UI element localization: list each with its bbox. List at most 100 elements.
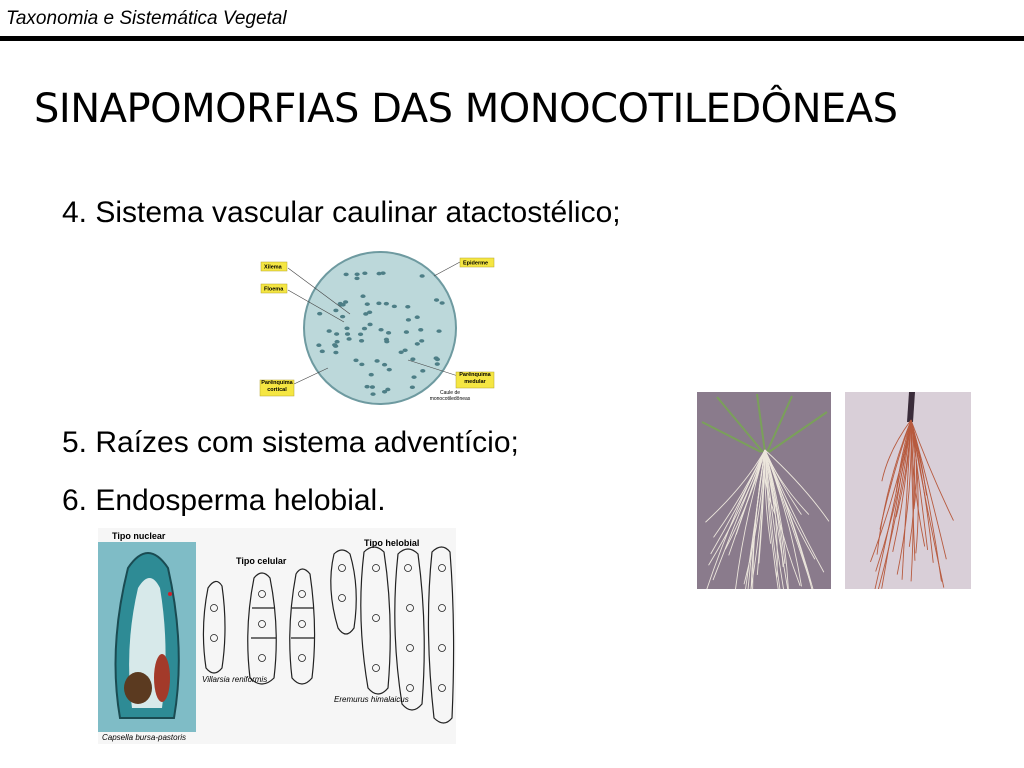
root-strand (705, 449, 766, 523)
label-eremurus: Eremurus himalaicus (334, 695, 409, 704)
cell-nucleus (404, 564, 412, 572)
label-parenquima-cortical: Parênquima cortical (261, 380, 293, 393)
root-strand (874, 419, 912, 589)
vascular-bundle (326, 329, 332, 333)
root-strand (910, 419, 947, 560)
vascular-bundle (369, 385, 376, 389)
cell-nucleus (258, 620, 266, 628)
cell-nucleus (438, 604, 446, 612)
root-strand (764, 449, 784, 589)
vascular-bundle (367, 322, 373, 327)
vascular-bundle (378, 327, 384, 332)
adventitious-roots-photo-2 (845, 392, 971, 589)
vascular-bundle (381, 389, 388, 394)
root-strand (764, 449, 830, 522)
root-strand (881, 419, 912, 589)
vascular-bundle (333, 308, 339, 313)
vascular-bundle (344, 326, 350, 331)
vascular-bundle (414, 315, 420, 320)
cell-nucleus (210, 634, 218, 642)
label-tipo-celular: Tipo celular (236, 556, 287, 566)
cell-nucleus (372, 614, 380, 622)
root-strand (764, 449, 772, 544)
cell-nucleus (258, 654, 266, 662)
vascular-bundle (376, 271, 382, 276)
root-strand (735, 449, 766, 589)
root-strand (764, 449, 778, 578)
vascular-bundle (385, 331, 392, 335)
cell-nucleus (338, 594, 346, 602)
cell-nucleus (372, 664, 380, 672)
vascular-bundle (359, 362, 365, 367)
vascular-bundle (405, 304, 411, 309)
root-strand (764, 449, 814, 589)
label-floema: Floema (264, 287, 284, 293)
vascular-bundle (385, 387, 391, 392)
cell-nucleus (258, 590, 266, 598)
vascular-bundle (403, 330, 410, 334)
vascular-bundle (334, 339, 340, 344)
stem-cross-section-image: Xilema Floema Parênquima cortical Epider… (259, 251, 495, 405)
vascular-bundle (353, 358, 359, 363)
root-strand (879, 419, 912, 530)
vascular-bundle (376, 301, 382, 306)
vascular-bundle (374, 359, 380, 363)
cell-nucleus (406, 644, 414, 652)
label-xilema: Xilema (264, 265, 283, 271)
cell-nucleus (406, 684, 414, 692)
vascular-bundle (360, 294, 366, 299)
vascular-bundle (364, 302, 370, 306)
vascular-bundle (364, 384, 370, 389)
vascular-bundle (334, 332, 340, 336)
vascular-bundle (368, 372, 374, 377)
slide-title: SINAPOMORFIAS DAS MONOCOTILEDÔNEAS (34, 86, 898, 132)
bullet-4: 4. Sistema vascular caulinar atactostéli… (62, 196, 621, 229)
root-strand (910, 419, 954, 521)
vascular-bundle (419, 274, 425, 278)
vascular-bundle (420, 369, 426, 373)
vascular-bundle (333, 344, 339, 348)
bullet-5: 5. Raízes com sistema adventício; (62, 426, 519, 459)
vascular-bundle (316, 343, 322, 348)
header-title: Taxonomia e Sistemática Vegetal (6, 8, 287, 29)
root-strand (764, 449, 781, 589)
header-rule (0, 36, 1024, 41)
vascular-bundle (383, 301, 389, 306)
vascular-bundle (411, 375, 417, 379)
vascular-bundle (367, 310, 373, 315)
vascular-bundle (434, 362, 440, 366)
vascular-bundle (381, 362, 388, 367)
vascular-bundle (333, 350, 339, 355)
cell-nucleus (298, 620, 306, 628)
cell-nucleus (406, 604, 414, 612)
cell-nucleus (298, 654, 306, 662)
vascular-bundle (370, 392, 376, 396)
cell-nucleus (338, 564, 346, 572)
vascular-bundle (354, 272, 360, 277)
label-parenquima-medular: Parênquima medular (459, 372, 491, 385)
vascular-bundle (317, 311, 323, 316)
label-epiderme: Epiderme (463, 261, 488, 267)
vascular-bundle (340, 314, 346, 319)
root-strand (881, 419, 912, 482)
label-villarsia: Villarsia reniformis (202, 675, 267, 684)
adventitious-roots-photo-1 (697, 392, 831, 589)
cell-nucleus (438, 684, 446, 692)
vascular-bundle (380, 271, 386, 275)
vascular-bundle (361, 326, 368, 331)
cell-nucleus (438, 564, 446, 572)
vascular-bundle (410, 357, 416, 361)
vascular-bundle (343, 272, 349, 277)
vascular-bundle (357, 332, 364, 337)
vascular-bundle (439, 301, 445, 305)
root-strand (910, 419, 914, 582)
label-tipo-helobial: Tipo helobial (364, 538, 419, 548)
vascular-bundle (434, 357, 441, 362)
root-strand (910, 419, 945, 588)
stem-caption: Caule de monocotiledôneas (429, 390, 471, 402)
root-strand (877, 419, 912, 589)
vascular-bundle (358, 339, 365, 343)
root-strand (750, 449, 766, 589)
vascular-bundle (433, 298, 440, 302)
vascular-bundle (346, 337, 352, 341)
